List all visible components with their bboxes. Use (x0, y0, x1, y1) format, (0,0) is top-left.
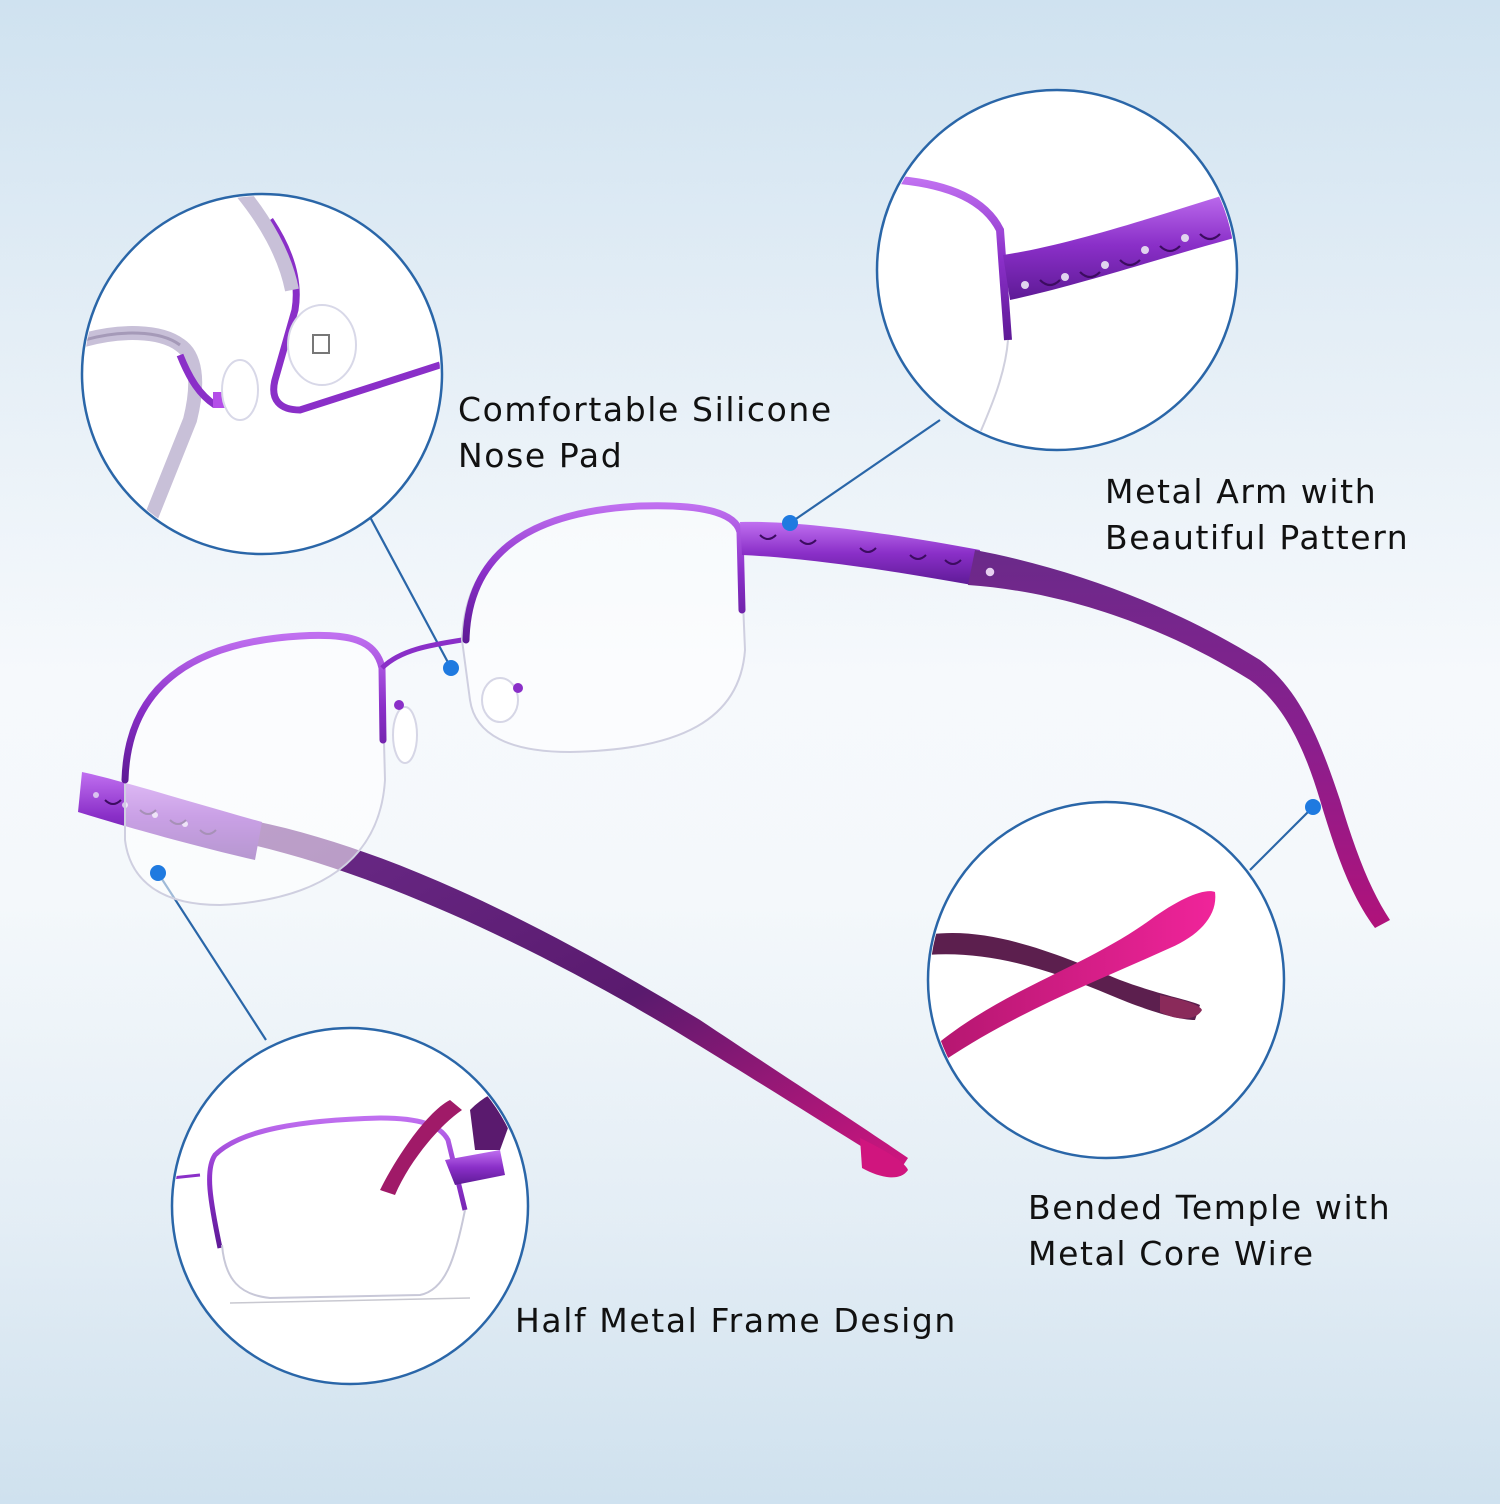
dot-bended-temple (1305, 799, 1321, 815)
callout-circle-bended-temple (926, 800, 1286, 1160)
label-bended-temple-line1: Bended Temple with (1028, 1188, 1392, 1227)
callout-dots (150, 515, 1321, 881)
dot-half-frame (150, 865, 166, 881)
callout-circle-nose-pad (80, 192, 444, 556)
label-metal-arm-line2: Beautiful Pattern (1105, 518, 1410, 557)
label-nose-pad-line1: Comfortable Silicone (458, 390, 833, 429)
label-half-frame: Half Metal Frame Design (515, 1298, 957, 1344)
callout-circle-metal-arm (875, 88, 1239, 452)
label-nose-pad-line2: Nose Pad (458, 436, 624, 475)
callout-circle-half-frame (170, 1026, 530, 1386)
connector-lines (157, 419, 1314, 1041)
label-metal-arm: Metal Arm with Beautiful Pattern (1105, 469, 1409, 561)
main-glasses (78, 502, 1390, 1178)
label-bended-temple-line2: Metal Core Wire (1028, 1234, 1315, 1273)
label-nose-pad: Comfortable Silicone Nose Pad (458, 387, 833, 479)
label-half-frame-line1: Half Metal Frame Design (515, 1301, 957, 1340)
dot-nose-pad (443, 660, 459, 676)
label-bended-temple: Bended Temple with Metal Core Wire (1028, 1185, 1391, 1277)
dot-metal-arm (782, 515, 798, 531)
label-metal-arm-line1: Metal Arm with (1105, 472, 1378, 511)
